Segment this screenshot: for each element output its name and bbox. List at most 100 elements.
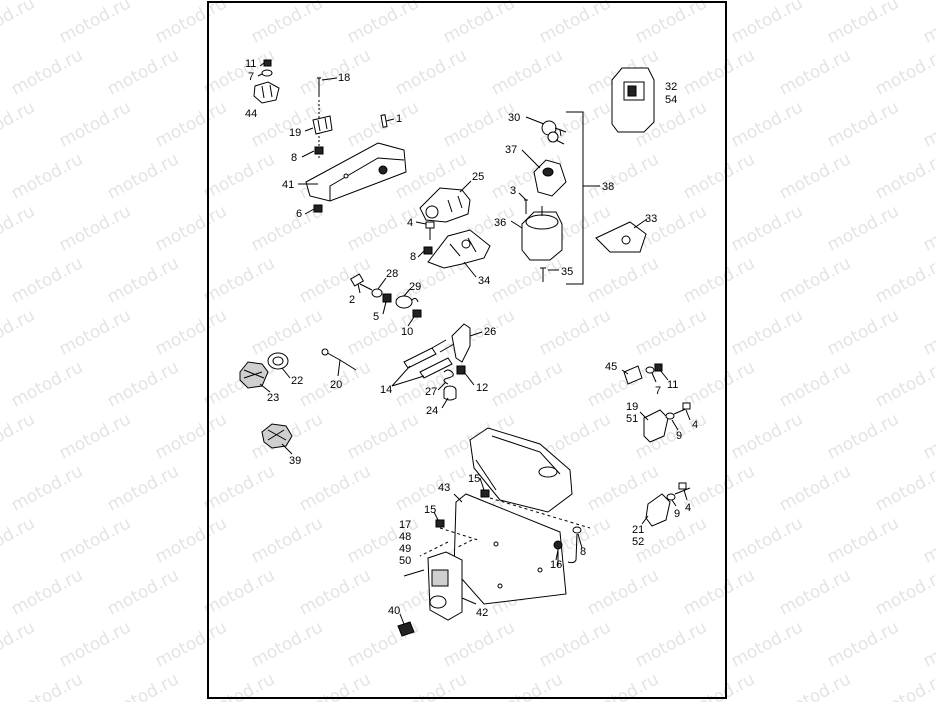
label-7: 7 bbox=[248, 71, 254, 83]
part-27-spring bbox=[443, 369, 454, 385]
label-18: 18 bbox=[338, 72, 350, 84]
label-7-b: 7 bbox=[655, 385, 661, 397]
label-50: 50 bbox=[399, 555, 411, 567]
label-36: 36 bbox=[494, 217, 506, 229]
part-dashed-leaders bbox=[419, 497, 591, 557]
part-7-washer bbox=[261, 69, 273, 77]
label-6: 6 bbox=[296, 208, 302, 220]
part-36-lock-body bbox=[521, 206, 563, 261]
part-22-ring bbox=[267, 352, 289, 370]
label-38: 38 bbox=[602, 181, 614, 193]
part-9-washer-a bbox=[665, 412, 675, 420]
label-11: 11 bbox=[245, 58, 256, 70]
label-30: 30 bbox=[508, 112, 520, 124]
part-41-bracket bbox=[305, 142, 407, 202]
part-29-spring bbox=[395, 295, 419, 309]
label-54: 54 bbox=[665, 94, 677, 106]
label-8-b: 8 bbox=[410, 251, 416, 263]
part-26-lever bbox=[431, 323, 471, 363]
part-37-lock-cap bbox=[533, 159, 567, 197]
part-2-bolt bbox=[349, 273, 373, 291]
part-19-clip bbox=[312, 115, 333, 135]
label-21: 21 bbox=[632, 524, 644, 536]
label-9: 9 bbox=[676, 430, 682, 442]
part-40-clip bbox=[397, 621, 415, 637]
label-16: 16 bbox=[550, 559, 562, 571]
label-24: 24 bbox=[426, 405, 438, 417]
part-5-nut bbox=[382, 293, 392, 303]
label-5: 5 bbox=[373, 311, 379, 323]
part-15-nut-top bbox=[480, 489, 490, 498]
part-30-keys bbox=[541, 120, 567, 145]
label-48: 48 bbox=[399, 531, 411, 543]
label-41: 41 bbox=[282, 179, 294, 191]
label-1: 1 bbox=[396, 113, 402, 125]
label-11-b: 11 bbox=[667, 379, 678, 391]
part-4-bolt-left bbox=[425, 221, 435, 240]
part-11-nut-small bbox=[263, 59, 272, 67]
label-23: 23 bbox=[267, 392, 279, 404]
part-3-screw bbox=[524, 199, 528, 214]
label-43: 43 bbox=[438, 482, 450, 494]
label-22: 22 bbox=[291, 375, 303, 387]
part-8-nut-mid bbox=[423, 246, 433, 255]
diagram-frame bbox=[207, 1, 727, 699]
part-38-bracket-line bbox=[566, 111, 584, 285]
part-45-clip bbox=[623, 365, 643, 385]
label-51: 51 bbox=[626, 413, 638, 425]
part-12-nut bbox=[456, 365, 466, 375]
label-28: 28 bbox=[386, 268, 398, 280]
label-15: 15 bbox=[468, 473, 480, 485]
part-10-nut bbox=[412, 309, 422, 318]
label-8-c: 8 bbox=[580, 546, 586, 558]
label-14: 14 bbox=[380, 384, 392, 396]
part-19-51-bracket bbox=[643, 409, 669, 443]
label-29: 29 bbox=[409, 281, 421, 293]
part-39-switch bbox=[261, 423, 293, 449]
label-25: 25 bbox=[472, 171, 484, 183]
label-10: 10 bbox=[401, 326, 413, 338]
part-4-bolt-b bbox=[674, 482, 691, 495]
part-8-nut-top bbox=[314, 146, 324, 155]
label-8: 8 bbox=[291, 152, 297, 164]
part-8-nut-lower bbox=[567, 526, 582, 564]
label-12: 12 bbox=[476, 382, 488, 394]
part-44-connector bbox=[253, 81, 280, 104]
label-19-b: 19 bbox=[626, 401, 638, 413]
label-52: 52 bbox=[632, 536, 644, 548]
part-7-washer-right bbox=[645, 366, 655, 374]
callout-labels: 11 7 44 18 19 1 8 41 6 25 4 8 34 30 37 3… bbox=[245, 58, 698, 619]
label-35: 35 bbox=[561, 266, 573, 278]
label-39: 39 bbox=[289, 455, 301, 467]
label-26: 26 bbox=[484, 326, 496, 338]
label-37: 37 bbox=[505, 144, 517, 156]
part-33-plate bbox=[595, 221, 647, 253]
part-23-switch bbox=[239, 361, 269, 389]
part-6-nut bbox=[313, 204, 323, 213]
leader-lines bbox=[257, 62, 691, 625]
label-2: 2 bbox=[349, 294, 355, 306]
part-4-bolt-a bbox=[673, 402, 691, 415]
part-11-nut-right bbox=[654, 363, 663, 372]
label-27: 27 bbox=[425, 386, 437, 398]
label-17: 17 bbox=[399, 519, 411, 531]
part-35-screw bbox=[540, 267, 546, 282]
part-32-54-cover bbox=[611, 67, 655, 133]
label-4-c: 4 bbox=[685, 502, 691, 514]
label-15-b: 15 bbox=[424, 504, 436, 516]
part-14-rods bbox=[403, 347, 453, 379]
part-24-cap bbox=[443, 385, 457, 401]
part-15-nut-left bbox=[435, 519, 445, 528]
part-21-52-bracket bbox=[645, 493, 671, 527]
label-42: 42 bbox=[476, 607, 488, 619]
part-large-tray bbox=[469, 427, 573, 513]
part-9-washer-b bbox=[666, 493, 676, 501]
part-25-bracket bbox=[419, 187, 471, 223]
label-33: 33 bbox=[645, 213, 657, 225]
label-34: 34 bbox=[478, 275, 490, 287]
label-4: 4 bbox=[407, 217, 413, 229]
part-42-ignition bbox=[403, 551, 463, 621]
part-28-washer bbox=[371, 288, 383, 298]
label-9-b: 9 bbox=[674, 508, 680, 520]
